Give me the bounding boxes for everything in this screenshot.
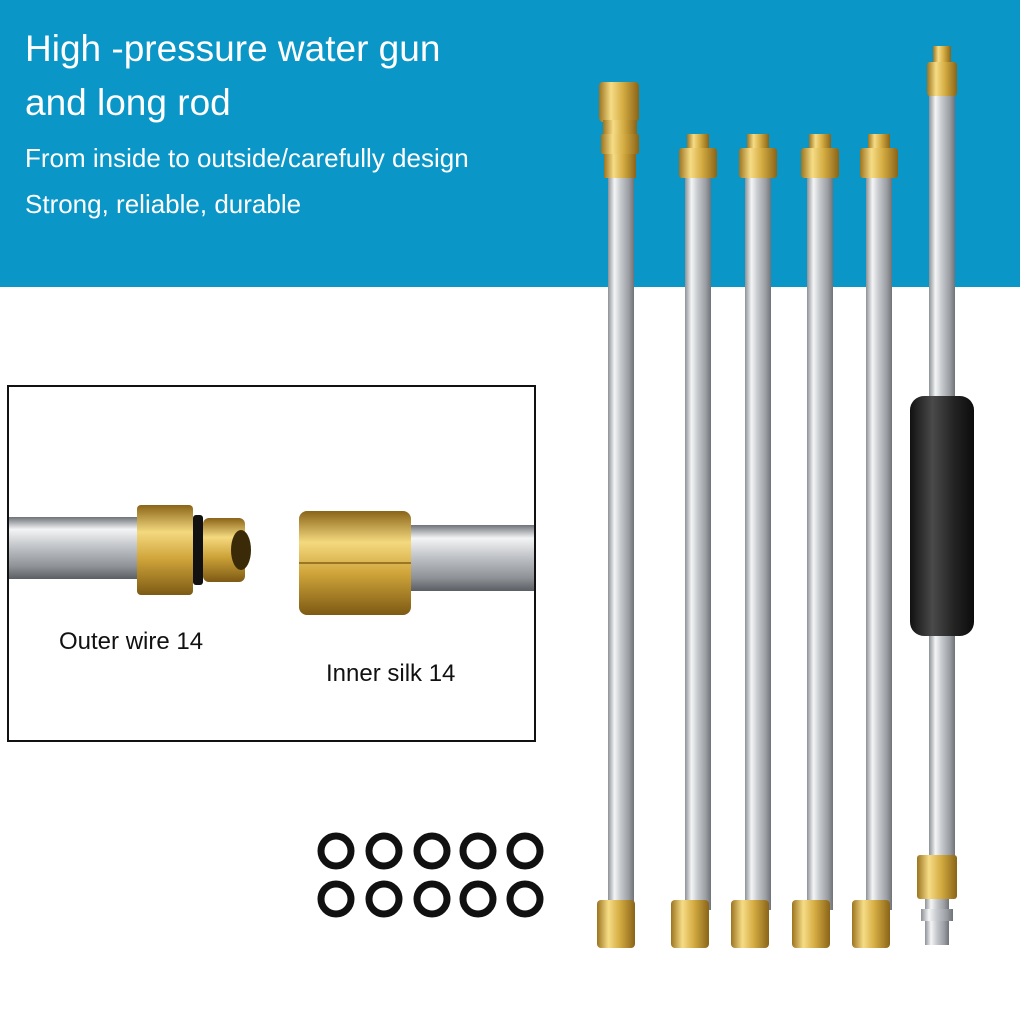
subtitle-line-1: From inside to outside/carefully design	[25, 143, 469, 173]
extension-rod-icon	[731, 134, 777, 948]
o-ring-icon	[317, 880, 355, 918]
title-line-1: High -pressure water gun	[25, 28, 441, 69]
o-ring-icon	[459, 880, 497, 918]
brass-fitting-icon	[852, 900, 890, 948]
o-ring-icon	[365, 880, 403, 918]
extension-rod-icon	[597, 82, 639, 948]
o-ring-icon	[506, 880, 544, 918]
outer-wire-label: Outer wire 14	[59, 628, 204, 655]
brass-fitting-icon	[597, 900, 635, 948]
o-ring-icon	[413, 880, 451, 918]
o-ring-set	[317, 832, 544, 918]
o-ring-icon	[459, 832, 497, 870]
o-ring-icon	[413, 832, 451, 870]
subtitle-line-2: Strong, reliable, durable	[25, 189, 302, 219]
connector-closeup-icon	[9, 505, 534, 615]
title-line-2: and long rod	[25, 82, 231, 123]
connector-detail-panel: Outer wire 14 Inner silk 14	[7, 385, 536, 742]
brass-fitting-icon	[731, 900, 769, 948]
brass-fitting-icon	[792, 900, 830, 948]
brass-fitting-icon	[671, 900, 709, 948]
o-ring-icon	[365, 832, 403, 870]
extension-rod-icon	[852, 134, 898, 948]
o-ring-icon	[506, 832, 544, 870]
extension-rod-icon	[792, 134, 839, 948]
extension-rod-icon	[910, 46, 974, 945]
inner-silk-label: Inner silk 14	[326, 660, 456, 687]
o-ring-icon	[317, 832, 355, 870]
banner-background	[0, 0, 1020, 287]
extension-rod-icon	[671, 134, 717, 948]
